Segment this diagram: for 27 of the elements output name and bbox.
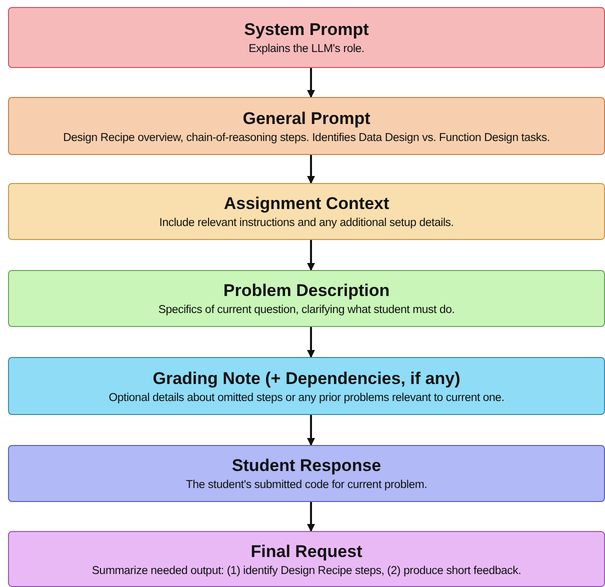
process-box bbox=[8, 270, 605, 327]
box-description: Explains the LLM's role. bbox=[248, 43, 364, 55]
box-description: Optional details about omitted steps or any prior problems relevant to current one. bbox=[108, 392, 504, 404]
box-title: Problem Description bbox=[223, 281, 390, 301]
process-box bbox=[8, 97, 605, 155]
arrow bbox=[307, 327, 315, 358]
box-title: Assignment Context bbox=[224, 194, 390, 214]
arrow bbox=[307, 155, 315, 184]
box-title: System Prompt bbox=[244, 20, 369, 40]
process-box bbox=[8, 357, 605, 415]
box-title: Grading Note (+ Dependencies, if any) bbox=[152, 368, 460, 388]
box-title: General Prompt bbox=[242, 108, 370, 128]
process-box bbox=[8, 183, 605, 240]
arrow bbox=[307, 415, 315, 446]
arrow bbox=[307, 240, 315, 271]
process-box bbox=[8, 7, 605, 68]
box-description: Specifics of current question, clarifying what student must do. bbox=[158, 304, 455, 316]
box-description: The student's submitted code for current problem. bbox=[186, 479, 428, 491]
process-box bbox=[8, 531, 605, 587]
process-box bbox=[8, 445, 605, 502]
arrow bbox=[307, 68, 315, 98]
arrow bbox=[307, 502, 315, 532]
box-description: Summarize needed output: (1) identify Design Recipe steps, (2) produce short feedback. bbox=[92, 564, 522, 576]
box-title: Student Response bbox=[232, 456, 382, 476]
box-title: Final Request bbox=[250, 542, 362, 562]
box-description: Design Recipe overview, chain-of-reasoning steps. Identifies Data Design vs. Function Design tasks. bbox=[63, 132, 550, 144]
box-description: Include relevant instructions and any additional setup details. bbox=[159, 217, 454, 229]
